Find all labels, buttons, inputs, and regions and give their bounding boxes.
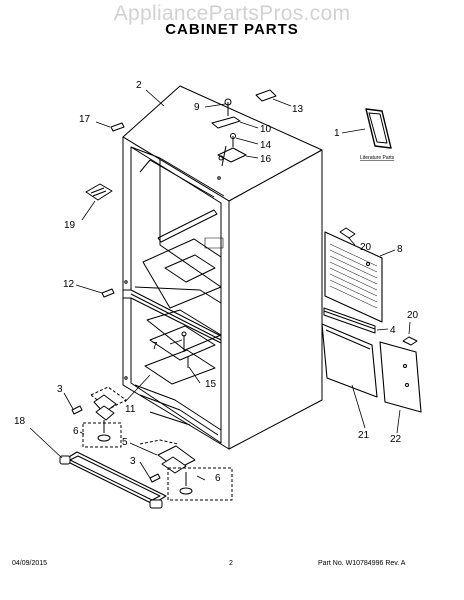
callout-20-bottom: 20 [407,310,419,321]
screw-17 [110,122,125,132]
callout-10: 10 [260,124,272,135]
callout-5: 5 [122,437,128,448]
callout-14: 14 [260,140,272,151]
callout-7: 7 [152,341,158,352]
callout-2: 2 [136,80,142,91]
callout-21: 21 [358,430,370,441]
callout-8: 8 [397,244,403,255]
callout-12: 12 [63,279,75,290]
screws-20 [339,227,418,346]
callout-20-top: 20 [360,242,372,253]
callout-18: 18 [14,416,26,427]
trim-strip-4 [323,307,376,334]
screw-12 [101,288,115,298]
callout-3-left: 3 [57,384,63,395]
cover-22 [379,341,422,413]
cabinet-body [122,85,323,450]
footer-part-number: Part No. W10784996 Rev. A [318,560,406,567]
literature-parts-label: Literature Parts [360,155,395,161]
leader-lines [29,89,411,481]
callout-19: 19 [64,220,76,231]
callout-6-right: 6 [215,473,221,484]
part-19-label-plate [85,183,113,201]
callout-13: 13 [292,104,304,115]
callout-16: 16 [260,154,272,165]
callout-6-left: 6 [73,426,79,437]
callout-3-right: 3 [130,456,136,467]
callout-9: 9 [194,102,200,113]
callout-numbers: 2 9 13 17 10 14 16 1 19 20 8 12 7 4 20 3… [14,80,419,484]
callout-15: 15 [205,379,217,390]
footer-date: 04/09/2015 [12,560,48,567]
callout-22: 22 [390,434,402,445]
leveler-assembly-right [139,439,233,501]
callout-4: 4 [390,325,396,336]
page-title: CABINET PARTS [165,21,299,38]
rear-access-panel-8 [324,231,383,323]
leveler-assembly-left [71,386,127,448]
callout-11: 11 [125,404,136,415]
footer-page-number: 2 [229,560,233,567]
screws-7-15 [181,331,189,368]
watermark: AppliancePartsPros.com [113,2,351,25]
literature-parts-book [365,108,392,149]
panel-21 [321,323,378,398]
callout-17: 17 [79,114,91,125]
top-hinge-assembly [211,89,277,167]
callout-1: 1 [334,128,340,139]
base-grille-18 [59,451,167,509]
